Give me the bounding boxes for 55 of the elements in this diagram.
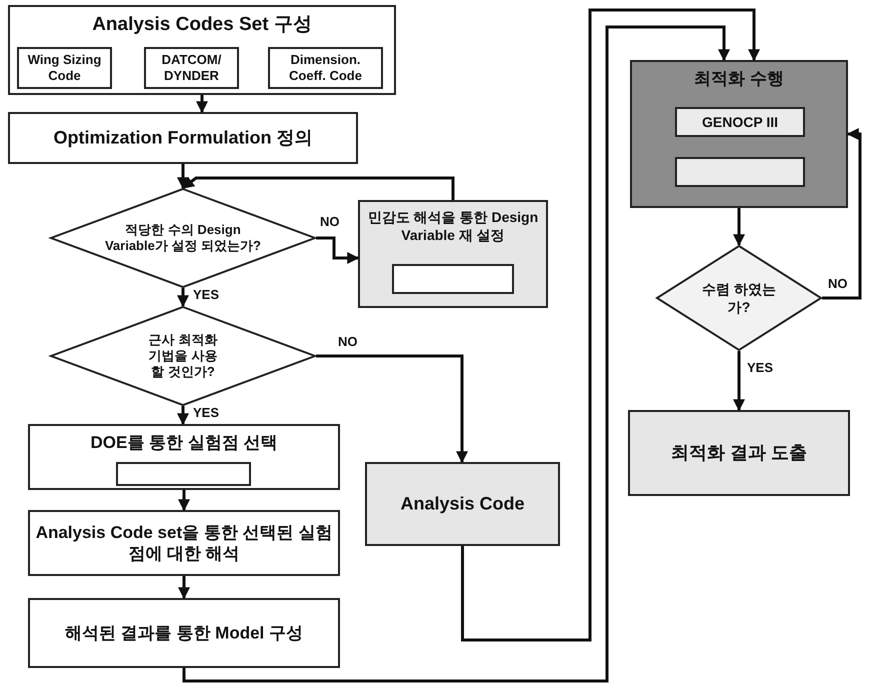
arrow <box>178 490 190 512</box>
decision-diamond <box>50 188 316 288</box>
box-label: 최적화 결과 도출 <box>670 442 808 464</box>
arrow <box>733 351 745 412</box>
group-title: Analysis Codes Set 구성 <box>91 13 313 37</box>
arrow <box>182 26 730 682</box>
process-box <box>675 107 805 137</box>
process-box <box>17 47 112 89</box>
decision-text: 수렴 하였는가? <box>701 280 777 316</box>
group-box <box>358 200 548 308</box>
process-box <box>28 598 340 668</box>
group-title: 민감도 해석을 통한 Design Variable 재 설정 <box>366 208 540 244</box>
arrow <box>177 288 189 308</box>
process-box <box>628 410 850 496</box>
decision-text: 근사 최적화 기법을 사용 할 것인가? <box>148 332 218 380</box>
process-box <box>675 157 805 187</box>
arrow <box>196 95 208 114</box>
arrow <box>316 354 468 464</box>
group-box <box>28 424 340 490</box>
box-label: GENOCP III <box>701 113 779 131</box>
arrow <box>177 164 189 190</box>
box-label: Wing Sizing Code <box>26 52 102 84</box>
process-box <box>8 112 358 164</box>
process-box <box>365 462 560 546</box>
decision-diamond <box>50 306 316 406</box>
edge-label: YES <box>191 405 222 420</box>
process-box <box>144 47 239 89</box>
process-box <box>268 47 383 89</box>
group-title: 최적화 수행 <box>693 68 785 89</box>
arrow <box>177 406 189 426</box>
decision-text: 적당한 수의 Design Variable가 설정 되었는가? <box>104 222 262 254</box>
arrow <box>822 128 862 300</box>
box-label: 해석된 결과를 통한 Model 구성 <box>64 622 304 644</box>
box-label: Analysis Code <box>399 492 526 516</box>
process-box <box>116 462 251 486</box>
box-label: Dimension. Coeff. Code <box>288 52 363 84</box>
box-label: Optimization Formulation 정의 <box>52 126 314 150</box>
edge-label: NO <box>318 214 342 229</box>
edge-label: NO <box>826 276 850 291</box>
group-box <box>630 60 848 208</box>
process-box <box>392 264 514 294</box>
arrow <box>178 576 190 600</box>
box-label: DATCOM/ DYNDER <box>160 52 222 84</box>
arrow <box>182 176 454 200</box>
decision-diamond <box>656 245 822 351</box>
box-label: Analysis Code set을 통한 선택된 실험점에 대한 해석 <box>34 522 334 564</box>
edge-label: YES <box>191 287 222 302</box>
arrow <box>461 8 760 642</box>
arrow <box>733 208 745 246</box>
process-box <box>28 510 340 576</box>
edge-label: YES <box>745 360 776 375</box>
group-box <box>8 5 396 95</box>
edge-label: NO <box>336 334 360 349</box>
group-title: DOE를 통한 실험점 선택 <box>89 432 278 453</box>
arrow <box>316 236 360 264</box>
